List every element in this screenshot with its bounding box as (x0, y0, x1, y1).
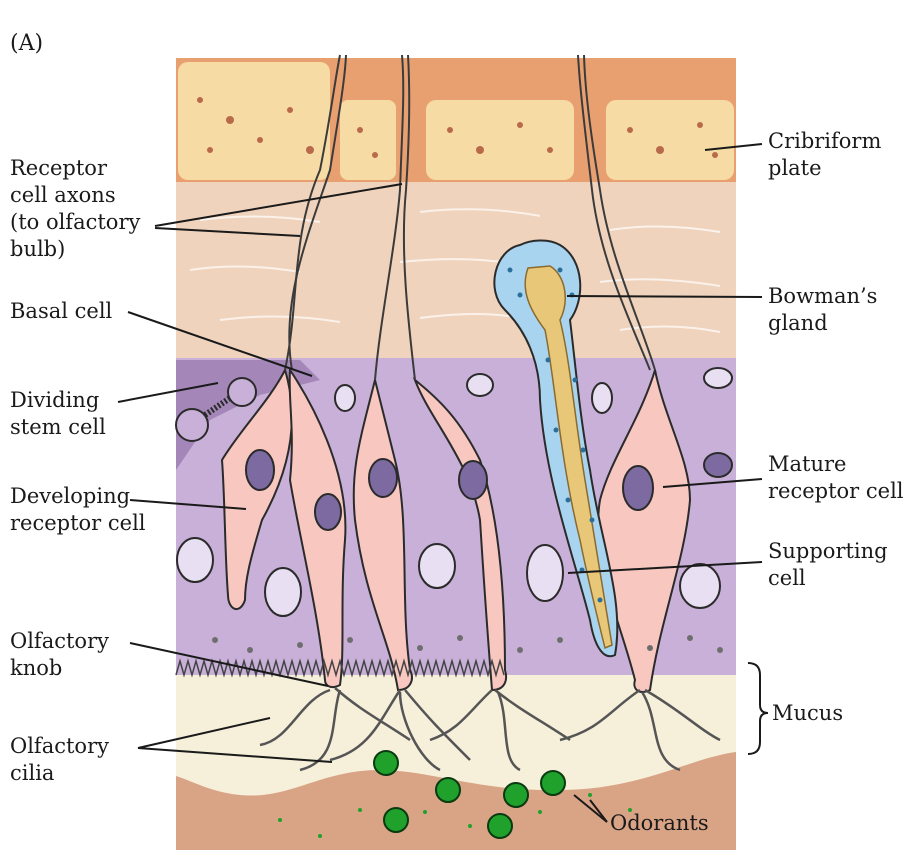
nucleus (458, 460, 488, 500)
lamina-propria (176, 180, 736, 358)
label-supporting-cell: Supporting cell (768, 539, 888, 590)
receptor-axon (583, 54, 656, 371)
receptor-axon (402, 54, 416, 381)
receptor-axon (284, 54, 341, 371)
receptor-cell-2 (352, 379, 413, 692)
odorant-molecule (487, 813, 513, 839)
receptor-axon (288, 54, 347, 371)
label-bowmans-gland: Bowman’s gland (768, 284, 878, 335)
label-odorants: Odorants (610, 811, 709, 835)
label-olfactory-knob: Olfactory knob (10, 629, 109, 680)
supporting-nucleus (679, 563, 721, 609)
bowmans-gland (493, 239, 619, 658)
dividing-stem-cell (175, 377, 257, 442)
label-dividing-stem-cell: Dividing stem cell (10, 388, 106, 439)
label-mature-receptor-cell: Mature receptor cell (768, 452, 904, 503)
receptor-axon (374, 54, 405, 381)
label-olfactory-cilia: Olfactory cilia (10, 734, 109, 785)
supporting-nucleus (703, 367, 733, 389)
receptor-axon (577, 54, 651, 371)
nucleus (314, 493, 342, 531)
label-basal-cell: Basal cell (10, 299, 113, 323)
odorant-molecule (383, 807, 409, 833)
supporting-nucleus (466, 373, 494, 397)
nucleus (703, 452, 733, 478)
odorant-molecule (373, 750, 399, 776)
label-cribriform-plate: Cribriform plate (768, 129, 882, 180)
nucleus (368, 458, 398, 498)
microvilli (175, 658, 505, 678)
label-receptor-cell-axons: Receptor cell axons (to olfactory bulb) (10, 156, 141, 261)
odorant-molecule (503, 782, 529, 808)
odorant-molecule (540, 770, 566, 796)
supporting-nucleus (334, 384, 356, 412)
panel-label: (A) (10, 31, 44, 56)
nucleus (622, 465, 654, 511)
supporting-nucleus (176, 537, 214, 583)
olfactory-cilia (259, 687, 721, 772)
supporting-nucleus (526, 544, 564, 602)
label-mucus: Mucus (772, 701, 844, 725)
nucleus (245, 449, 275, 491)
odorant-molecule (435, 777, 461, 803)
label-developing-receptor-cell: Developing receptor cell (10, 484, 146, 535)
receptor-cell-1 (288, 366, 347, 689)
supporting-nucleus (591, 382, 613, 414)
supporting-nucleus (418, 543, 456, 589)
supporting-nucleus (264, 567, 302, 617)
odorants (373, 750, 566, 839)
mucus-brace (747, 662, 769, 755)
